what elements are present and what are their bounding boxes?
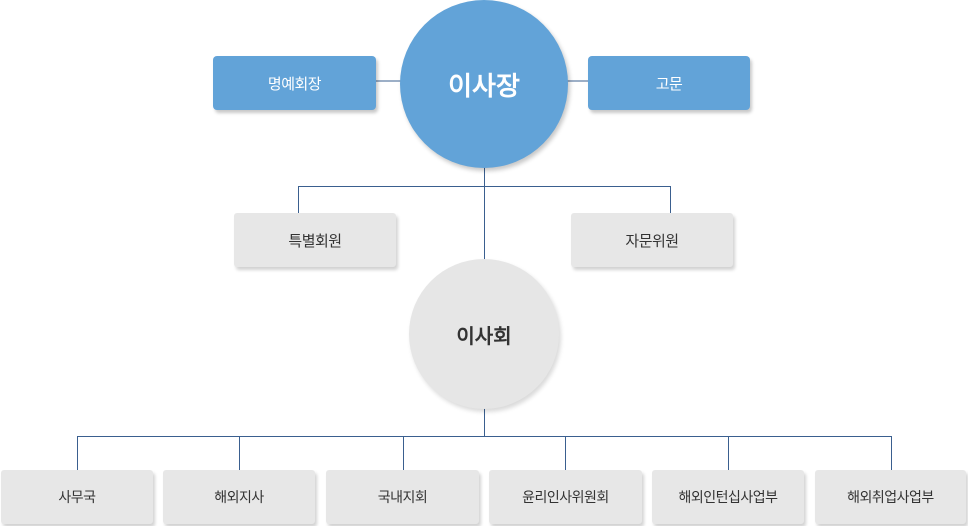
chairman-node: 이사장 bbox=[400, 0, 568, 168]
department-label: 해외지사 bbox=[214, 490, 264, 506]
honorary-chairman-node: 명예회장 bbox=[213, 56, 376, 110]
department-label: 해외취업사업부 bbox=[847, 490, 934, 506]
advisor-node: 고문 bbox=[588, 56, 750, 110]
advisory-members-node: 자문위원 bbox=[571, 213, 733, 267]
department-node: 해외인턴십사업부 bbox=[652, 470, 804, 524]
special-members-label: 특별회원 bbox=[288, 231, 342, 250]
chairman-label: 이사장 bbox=[448, 71, 520, 102]
board-node: 이사회 bbox=[409, 259, 559, 409]
department-node: 사무국 bbox=[1, 470, 153, 524]
department-label: 국내지회 bbox=[377, 490, 428, 506]
department-node: 윤리인사위원회 bbox=[489, 470, 642, 524]
advisory-members-label: 자문위원 bbox=[625, 231, 679, 250]
department-label: 해외인턴십사업부 bbox=[678, 490, 778, 506]
honorary-chairman-label: 명예회장 bbox=[267, 74, 322, 93]
board-label: 이사회 bbox=[456, 323, 512, 348]
department-label: 사무국 bbox=[58, 490, 96, 506]
advisor-label: 고문 bbox=[655, 74, 683, 93]
department-node: 해외지사 bbox=[163, 470, 315, 524]
department-node: 해외취업사업부 bbox=[815, 470, 966, 524]
special-members-node: 특별회원 bbox=[234, 213, 396, 267]
department-node: 국내지회 bbox=[326, 470, 479, 524]
department-label: 윤리인사위원회 bbox=[522, 490, 609, 506]
